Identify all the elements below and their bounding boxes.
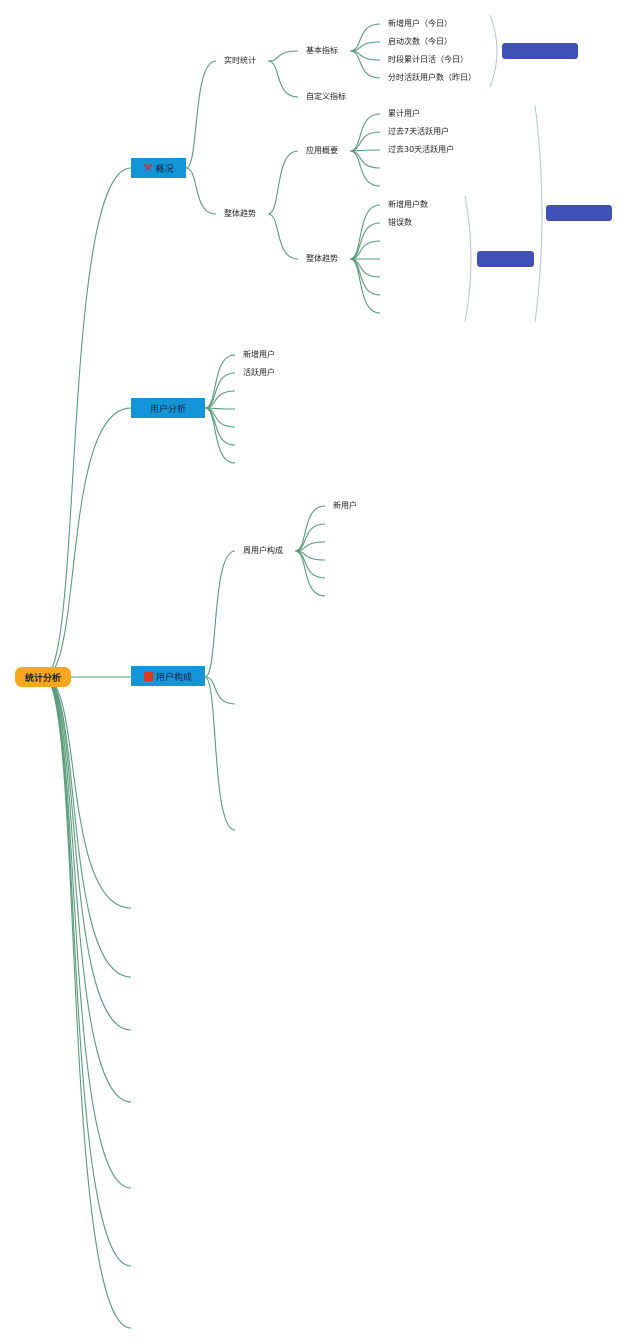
leaf-summary-1[interactable]: 累计用户 bbox=[388, 109, 420, 118]
leaf-trend-2[interactable]: 错误数 bbox=[388, 218, 412, 227]
leaf-new-user[interactable]: 新用户 bbox=[333, 501, 357, 510]
summary-note-trend[interactable] bbox=[477, 251, 534, 267]
summary-note-trend-group[interactable] bbox=[546, 205, 612, 221]
root-node[interactable]: 统计分析 bbox=[15, 667, 71, 687]
edge-trend-overall bbox=[267, 213, 299, 260]
edge-basic-leaf-0 bbox=[349, 23, 381, 52]
leaf-basic-3[interactable]: 时段累计日活（今日） bbox=[388, 55, 468, 64]
node-basic-metrics[interactable]: 基本指标 bbox=[306, 46, 338, 55]
edge-weekly-leaf-4 bbox=[294, 550, 326, 579]
edge-summary-leaf-0 bbox=[349, 113, 381, 152]
branch-overview[interactable]: ⚒ 概况 bbox=[131, 158, 186, 178]
edge-root-empty-6 bbox=[43, 676, 132, 1329]
root-label: 统计分析 bbox=[24, 673, 61, 684]
node-overall-trend[interactable]: 整体趋势 bbox=[306, 254, 338, 263]
node-weekly-composition[interactable]: 周用户构成 bbox=[243, 546, 283, 555]
branch-user-analysis[interactable]: 用户分析 bbox=[131, 398, 205, 418]
edge-root-overview bbox=[43, 167, 132, 678]
edge-ua-leaf-6 bbox=[204, 407, 236, 464]
edge-overall-leaf-6 bbox=[349, 258, 381, 314]
edge-root-user-analysis bbox=[43, 407, 132, 678]
edge-trend-summary bbox=[267, 150, 299, 215]
edge-realtime-basic bbox=[267, 50, 299, 62]
branch-user-composition-label: 用户构成 bbox=[155, 672, 192, 683]
edge-summary-leaf-1 bbox=[349, 131, 381, 152]
edge-root-empty-2 bbox=[43, 676, 132, 1031]
edge-overview-trend bbox=[185, 167, 217, 215]
bracket-basic bbox=[489, 14, 498, 88]
edge-weekly-leaf-1 bbox=[294, 523, 326, 552]
edge-root-empty-3 bbox=[43, 676, 132, 1103]
node-app-summary[interactable]: 应用概要 bbox=[306, 146, 338, 155]
branch-user-composition[interactable]: 用户构成 bbox=[131, 666, 205, 686]
leaf-summary-3[interactable]: 过去30天活跃用户 bbox=[388, 145, 455, 154]
edge-root-empty-0 bbox=[43, 676, 132, 909]
edge-ua-leaf-1 bbox=[204, 372, 236, 409]
leaf-summary-2[interactable]: 过去7天活跃用户 bbox=[388, 127, 450, 136]
edge-root-empty-5 bbox=[43, 676, 132, 1267]
leaf-basic-2[interactable]: 启动次数（今日） bbox=[388, 37, 452, 46]
branch-overview-label: 概况 bbox=[155, 164, 174, 175]
leaf-basic-4[interactable]: 分时活跃用户数（昨日） bbox=[388, 73, 476, 82]
bracket-trend-group bbox=[534, 104, 543, 323]
branch-user-analysis-label: 用户分析 bbox=[149, 404, 186, 415]
edge-uc-empty-2 bbox=[204, 676, 236, 831]
red-flag-icon bbox=[143, 671, 153, 681]
edge-root-empty-1 bbox=[43, 676, 132, 978]
node-realtime-stats[interactable]: 实时统计 bbox=[224, 56, 256, 65]
node-custom-metrics[interactable]: 自定义指标 bbox=[306, 92, 346, 101]
summary-note-basic[interactable] bbox=[502, 43, 578, 59]
edge-uc-weekly bbox=[204, 550, 236, 678]
leaf-trend-1[interactable]: 新增用户数 bbox=[388, 200, 428, 209]
leaf-basic-1[interactable]: 新增用户（今日） bbox=[388, 19, 452, 28]
edge-overall-leaf-1 bbox=[349, 222, 381, 260]
edge-summary-leaf-4 bbox=[349, 150, 381, 187]
tools-icon: ⚒ bbox=[143, 162, 153, 174]
edge-realtime-custom bbox=[267, 60, 299, 98]
edge-basic-leaf-3 bbox=[349, 50, 381, 79]
edge-root-empty-4 bbox=[43, 676, 132, 1189]
edge-uc-empty-1 bbox=[204, 676, 236, 705]
edge-overview-realtime bbox=[185, 60, 217, 169]
bracket-trend bbox=[464, 195, 472, 323]
edge-weekly-leaf-5 bbox=[294, 550, 326, 597]
leaf-ua-active-users[interactable]: 活跃用户 bbox=[243, 368, 275, 377]
leaf-ua-new-users[interactable]: 新增用户 bbox=[243, 350, 275, 359]
node-overall-trend-group[interactable]: 整体趋势 bbox=[224, 209, 256, 218]
